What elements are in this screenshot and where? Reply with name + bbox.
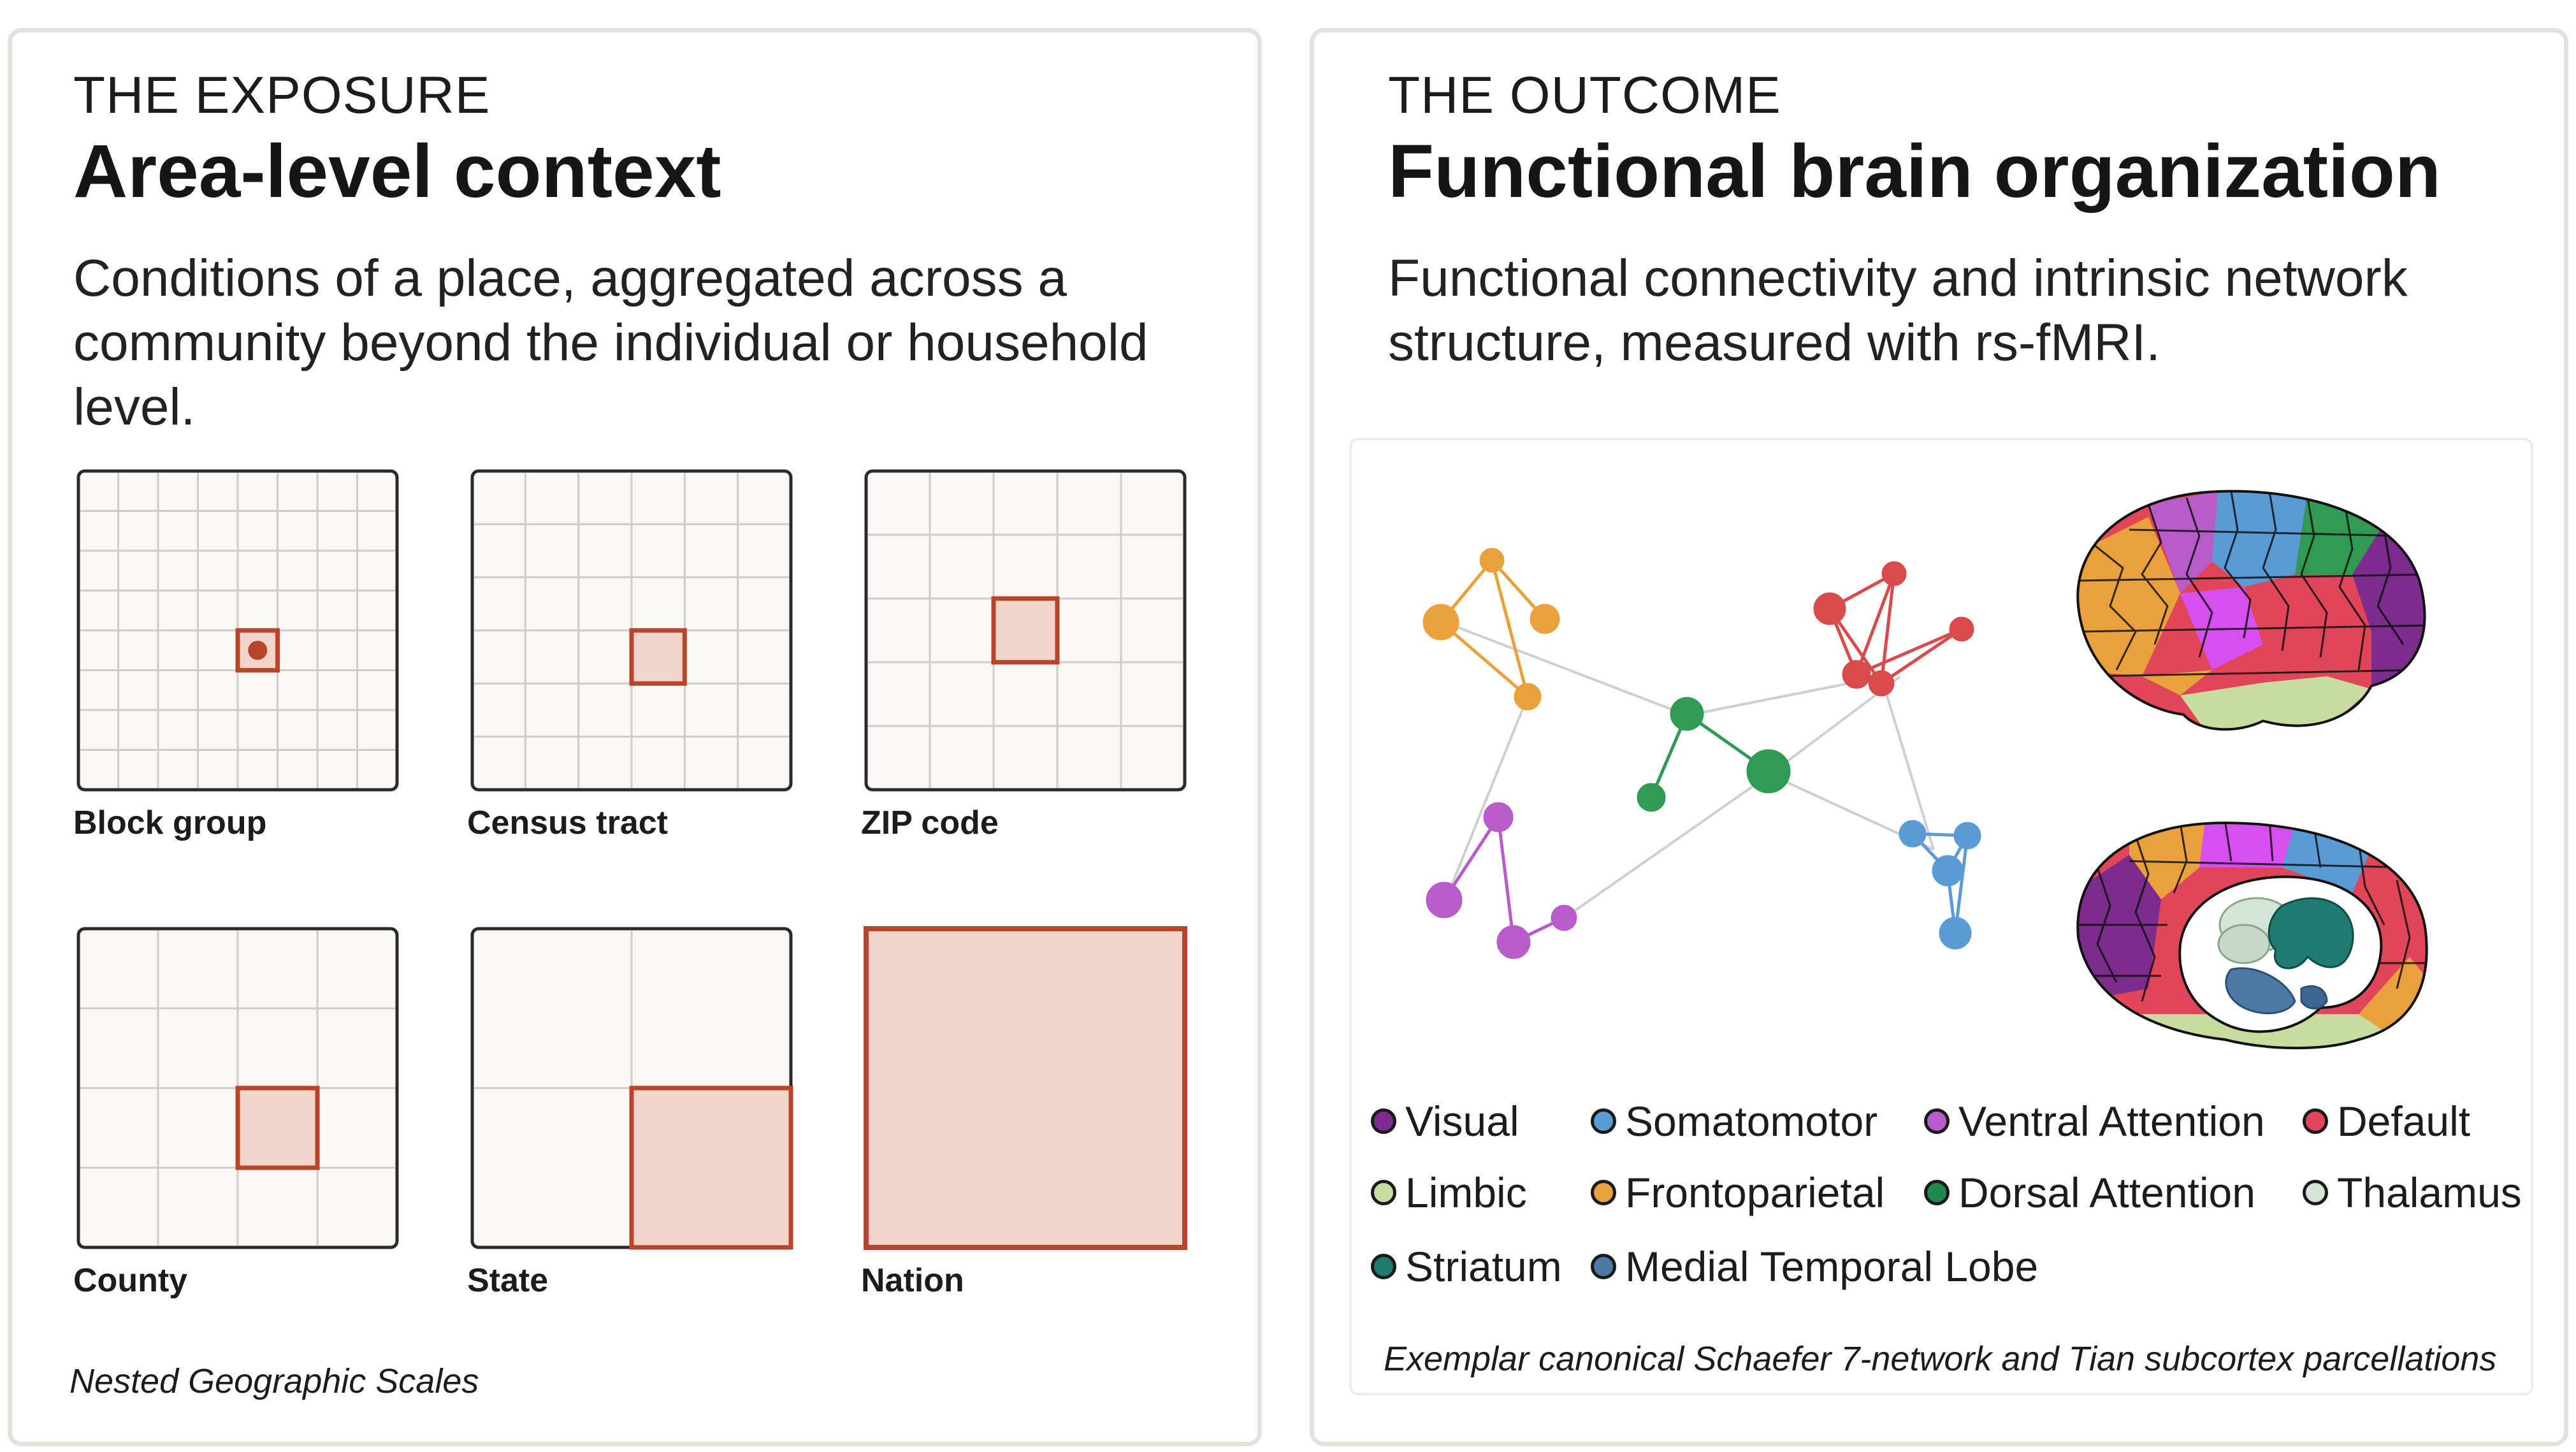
frontoparietal-node — [1530, 604, 1560, 634]
ventral-attention-node — [1483, 802, 1514, 832]
ventral-attention-node — [1496, 925, 1531, 959]
frontoparietal-node — [1479, 548, 1505, 573]
county-map — [76, 927, 399, 1249]
outcome-title: Functional brain organization — [1388, 129, 2441, 214]
legend-label: Dorsal Attention — [1958, 1169, 2255, 1216]
scale-zip-code: ZIP code — [861, 466, 1192, 841]
highlight-area — [629, 628, 687, 686]
scale-label: State — [467, 1262, 549, 1299]
dorsal-attention-module — [1637, 697, 1791, 812]
highlight-area — [991, 596, 1060, 665]
default-node — [1881, 561, 1907, 586]
legend-swatch — [1371, 1180, 1396, 1205]
scale-label: Nation — [861, 1262, 964, 1299]
default-node — [1949, 616, 1974, 642]
default-node — [1842, 660, 1871, 689]
somatomotor-node — [1939, 917, 1972, 950]
brain-lateral-view-icon — [2076, 490, 2426, 731]
exposure-description: Conditions of a place, aggregated across… — [73, 249, 1148, 436]
exposure-kicker: THE EXPOSURE — [73, 66, 491, 124]
somatomotor-module — [1899, 820, 1981, 950]
exposure-caption: Nested Geographic Scales — [69, 1362, 479, 1400]
scale-state: State — [467, 924, 799, 1299]
brain-medial-view-icon — [2076, 821, 2428, 1050]
default-node — [1813, 592, 1846, 625]
default-module — [1813, 561, 1974, 697]
frontoparietal-module — [1422, 548, 1560, 711]
legend-swatch — [2303, 1180, 2328, 1205]
legend-item-default: Default — [2303, 1097, 2470, 1145]
parcellation-figure: Visual Somatomotor Ventral Attention Def… — [1349, 438, 2533, 1395]
somatomotor-node — [1953, 822, 1981, 850]
legend-label: Striatum — [1405, 1243, 1562, 1290]
highlight-area — [235, 628, 280, 672]
legend-item-thalamus: Thalamus — [2303, 1168, 2522, 1217]
scale-label: County — [73, 1262, 188, 1299]
dorsal-attention-node — [1670, 697, 1704, 731]
zip-code-map — [864, 469, 1187, 792]
legend-label: Default — [2337, 1098, 2471, 1145]
scale-label: Census tract — [467, 804, 668, 841]
dorsal-attention-node — [1746, 749, 1791, 794]
outcome-description: Functional connectivity and intrinsic ne… — [1388, 249, 2408, 372]
legend-swatch — [1371, 1254, 1396, 1279]
block-group-map — [76, 469, 399, 792]
legend-item-dorsal-attention: Dorsal Attention — [1924, 1168, 2255, 1217]
legend-item-striatum: Striatum — [1371, 1242, 1562, 1291]
legend-item-somatomotor: Somatomotor — [1591, 1097, 1878, 1145]
scale-label: Block group — [73, 804, 267, 841]
legend-label: Visual — [1405, 1098, 1519, 1145]
scale-label: ZIP code — [861, 804, 999, 841]
ventral-attention-node — [1426, 882, 1463, 918]
exposure-title: Area-level context — [73, 129, 721, 214]
scale-block-group: Block group — [73, 466, 405, 841]
highlight-area — [629, 1085, 793, 1250]
legend-swatch — [1371, 1108, 1396, 1134]
legend-label: Frontoparietal — [1625, 1169, 1885, 1216]
geographic-scales: Block group Census tract ZIP code County… — [73, 466, 1233, 1358]
somatomotor-node — [1932, 855, 1964, 887]
legend-label: Ventral Attention — [1958, 1098, 2265, 1145]
somatomotor-node — [1899, 820, 1927, 848]
location-marker — [248, 641, 268, 660]
frontoparietal-node — [1514, 683, 1542, 711]
ventral-attention-node — [1551, 904, 1577, 931]
outcome-kicker: THE OUTCOME — [1388, 66, 1781, 124]
legend-label: Somatomotor — [1625, 1098, 1878, 1145]
legend-swatch — [1591, 1180, 1616, 1205]
legend-label: Thalamus — [2337, 1169, 2522, 1216]
legend-swatch — [2303, 1108, 2328, 1134]
legend-label: Medial Temporal Lobe — [1625, 1243, 2039, 1290]
outcome-panel: THE OUTCOME Functional brain organizatio… — [1310, 28, 2568, 1446]
legend-swatch — [1924, 1108, 1950, 1134]
nation-map — [864, 926, 1187, 1250]
network-graph — [1422, 548, 1981, 959]
default-node — [1868, 670, 1895, 697]
legend-swatch — [1591, 1254, 1616, 1279]
legend-swatch — [1591, 1108, 1616, 1134]
scale-census-tract: Census tract — [467, 466, 799, 841]
state-map — [470, 927, 793, 1250]
subcortex-structures — [2217, 897, 2354, 1015]
legend-swatch — [1924, 1180, 1950, 1205]
highlight-area — [235, 1085, 320, 1170]
census-tract-map — [470, 469, 793, 792]
highlight-area — [864, 926, 1187, 1250]
legend-item-visual: Visual — [1371, 1097, 1519, 1145]
legend-item-frontoparietal: Frontoparietal — [1591, 1168, 1885, 1217]
outcome-caption: Exemplar canonical Schaefer 7-network an… — [1384, 1340, 2497, 1378]
scale-county: County — [73, 924, 405, 1299]
scale-nation: Nation — [861, 924, 1192, 1299]
legend-item-ventral-attention: Ventral Attention — [1924, 1097, 2265, 1145]
exposure-panel: THE EXPOSURE Area-level context Conditio… — [8, 28, 1262, 1446]
frontoparietal-node — [1422, 604, 1459, 641]
legend-item-medial-temporal-lobe: Medial Temporal Lobe — [1591, 1242, 2038, 1291]
ventral-attention-module — [1426, 802, 1577, 959]
legend-label: Limbic — [1405, 1169, 1527, 1216]
dorsal-attention-node — [1637, 783, 1666, 812]
legend-item-limbic: Limbic — [1371, 1168, 1527, 1217]
